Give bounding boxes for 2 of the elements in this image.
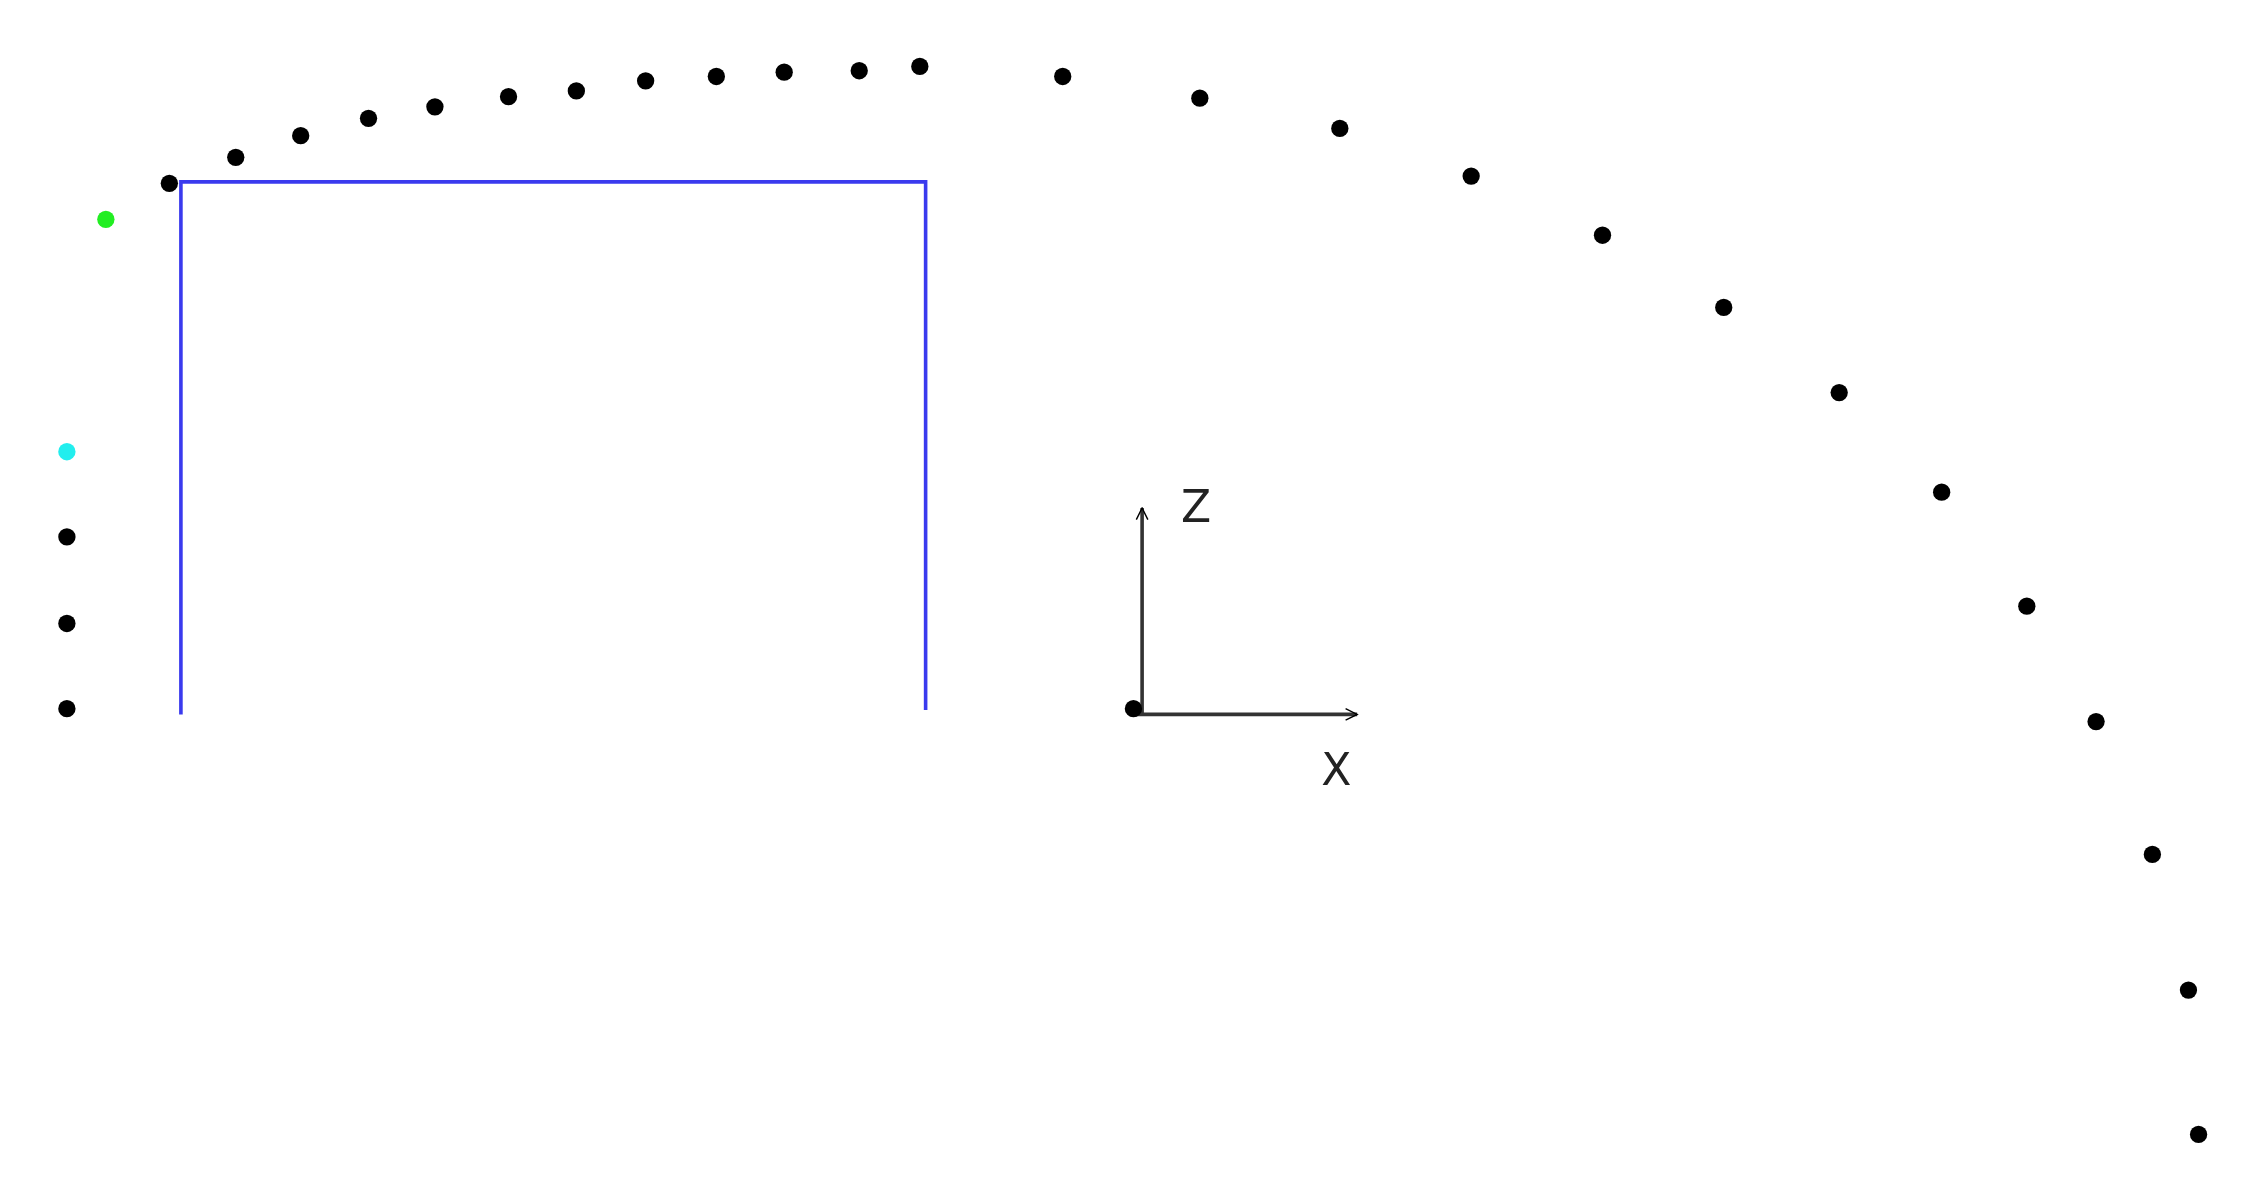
axis-label: Z [1181,485,1212,530]
axis-label: X [1321,747,1352,792]
